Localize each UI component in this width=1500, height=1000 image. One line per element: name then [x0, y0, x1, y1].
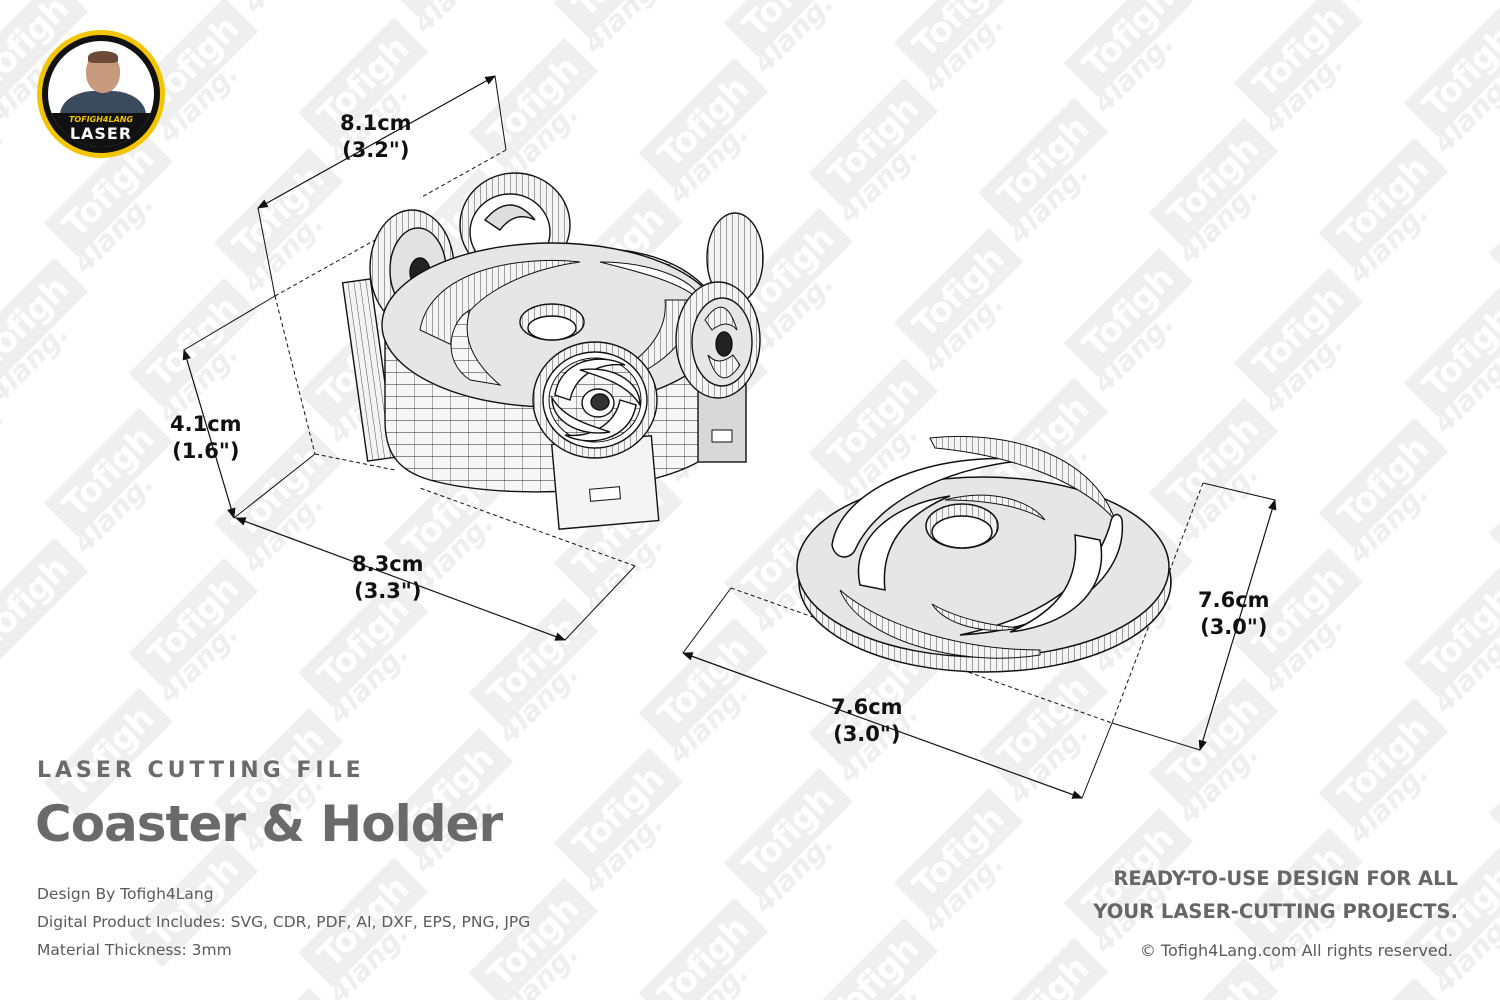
dim-coaster-depth-in: (3.0")	[1200, 615, 1268, 639]
logo-label: LASER	[69, 124, 133, 143]
coaster-holder-illustration	[341, 172, 764, 530]
dim-coaster-width: 7.6cm (3.0")	[831, 694, 903, 748]
product-title: Coaster & Holder	[35, 795, 503, 853]
tagline-line-1: READY-TO-USE DESIGN FOR ALL	[1113, 867, 1458, 890]
dim-holder-width: 8.3cm (3.3")	[352, 551, 424, 605]
product-designer: Design By Tofigh4Lang	[37, 885, 214, 903]
logo-portrait: TOFIGH4LANG LASER	[48, 41, 154, 147]
dim-holder-height-in: (1.6")	[172, 439, 240, 463]
dim-coaster-width-in: (3.0")	[833, 722, 901, 746]
dim-holder-height: 4.1cm (1.6")	[170, 411, 242, 465]
dim-holder-width-in: (3.3")	[354, 579, 422, 603]
single-coaster-illustration	[796, 435, 1172, 673]
product-thickness: Material Thickness: 3mm	[37, 941, 232, 959]
logo-brand-text: TOFIGH4LANG	[68, 115, 134, 124]
dim-holder-depth-in: (3.2")	[342, 138, 410, 162]
dim-coaster-width-cm: 7.6cm	[831, 695, 903, 719]
dim-holder-height-cm: 4.1cm	[170, 412, 242, 436]
product-kicker: LASER CUTTING FILE	[37, 758, 365, 783]
dim-coaster-depth-cm: 7.6cm	[1198, 588, 1270, 612]
copyright-notice: © Tofigh4Lang.com All rights reserved.	[1139, 941, 1453, 960]
tagline-line-2: YOUR LASER-CUTTING PROJECTS.	[1093, 900, 1458, 923]
dim-holder-depth: 8.1cm (3.2")	[340, 110, 412, 164]
coaster-dimension-lines	[681, 482, 1277, 799]
tagline: READY-TO-USE DESIGN FOR ALL YOUR LASER-C…	[1093, 862, 1458, 928]
product-includes: Digital Product Includes: SVG, CDR, PDF,…	[37, 913, 531, 931]
logo-band	[48, 113, 154, 147]
dim-holder-depth-cm: 8.1cm	[340, 111, 412, 135]
dim-holder-width-cm: 8.3cm	[352, 552, 424, 576]
brand-logo: TOFIGH4LANG LASER	[37, 30, 165, 158]
dim-coaster-depth: 7.6cm (3.0")	[1198, 587, 1270, 641]
logo-figure-hair	[88, 51, 118, 63]
holder-dimension-lines	[182, 75, 636, 641]
